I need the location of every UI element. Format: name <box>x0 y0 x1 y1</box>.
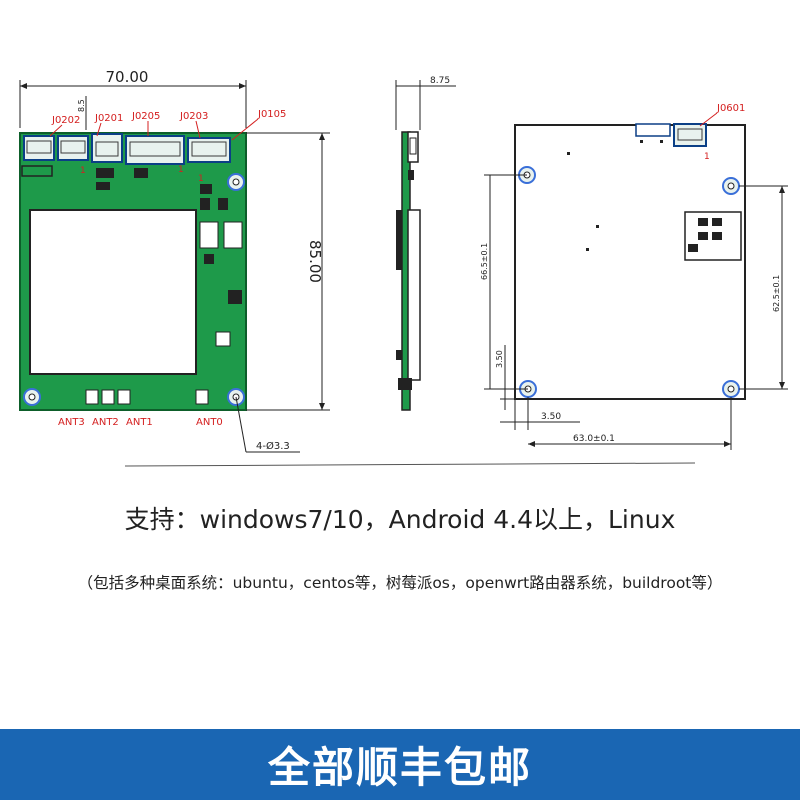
label-j0203: J0203 <box>179 111 208 122</box>
front-module <box>29 209 197 375</box>
back-bottom-horizontal-dimension: 63.0±0.1 <box>573 434 615 444</box>
label-j0205: J0205 <box>131 111 160 122</box>
connector-j0201-a <box>57 135 89 161</box>
back-bottom-small-dimension: 3.50 <box>541 412 561 422</box>
label-j0201: J0201 <box>94 113 123 124</box>
back-right-vertical-dimension: 62.5±0.1 <box>772 275 781 312</box>
front-width-dimension: 70.00 <box>106 68 149 86</box>
back-view: J0601 1 66.5±0.1 3.50 <box>480 103 788 450</box>
banner-label: 全部顺丰包邮 <box>267 743 532 792</box>
back-left-small-dimension: 3.50 <box>495 350 504 368</box>
pin1-marker-b: 1 <box>178 165 184 175</box>
os-systems-text: （包括多种桌面系统：ubuntu，centos等，树莓派os，openwrt路由… <box>77 574 723 592</box>
pin1-marker-a: 1 <box>80 166 86 176</box>
back-left-vertical-dimension: 66.5±0.1 <box>480 243 489 280</box>
label-j0601: J0601 <box>716 103 745 114</box>
back-board <box>514 124 746 400</box>
label-ant1: ANT1 <box>126 417 153 428</box>
connector-j0205 <box>125 135 185 165</box>
connector-j0202 <box>23 135 55 161</box>
label-j0202: J0202 <box>51 115 80 126</box>
free-shipping-banner: 全部顺丰包邮 <box>0 729 800 800</box>
side-view: 8.75 <box>395 76 456 411</box>
back-pin1-marker: 1 <box>704 152 710 162</box>
label-ant3: ANT3 <box>58 417 85 428</box>
hole-dimension: 4-Ø3.3 <box>256 440 290 452</box>
side-thickness-dimension: 8.75 <box>430 76 450 86</box>
separator-line <box>124 462 696 467</box>
pin1-marker-c: 1 <box>198 174 204 184</box>
front-view: 70.00 8.5 J0202 J0201 J0205 J0203 J0105 … <box>19 68 330 453</box>
label-ant2: ANT2 <box>92 417 119 428</box>
label-ant0: ANT0 <box>196 417 223 428</box>
connector-j0601 <box>673 123 707 147</box>
front-height-dimension: 85.00 <box>306 240 324 283</box>
mechanical-drawing: 70.00 8.5 J0202 J0201 J0205 J0203 J0105 … <box>19 68 788 467</box>
connector-j0201 <box>91 133 123 163</box>
front-small-dimension: 8.5 <box>77 99 86 112</box>
label-j0105: J0105 <box>257 109 286 120</box>
os-support-text: 支持：windows7/10，Android 4.4以上，Linux <box>124 505 676 534</box>
